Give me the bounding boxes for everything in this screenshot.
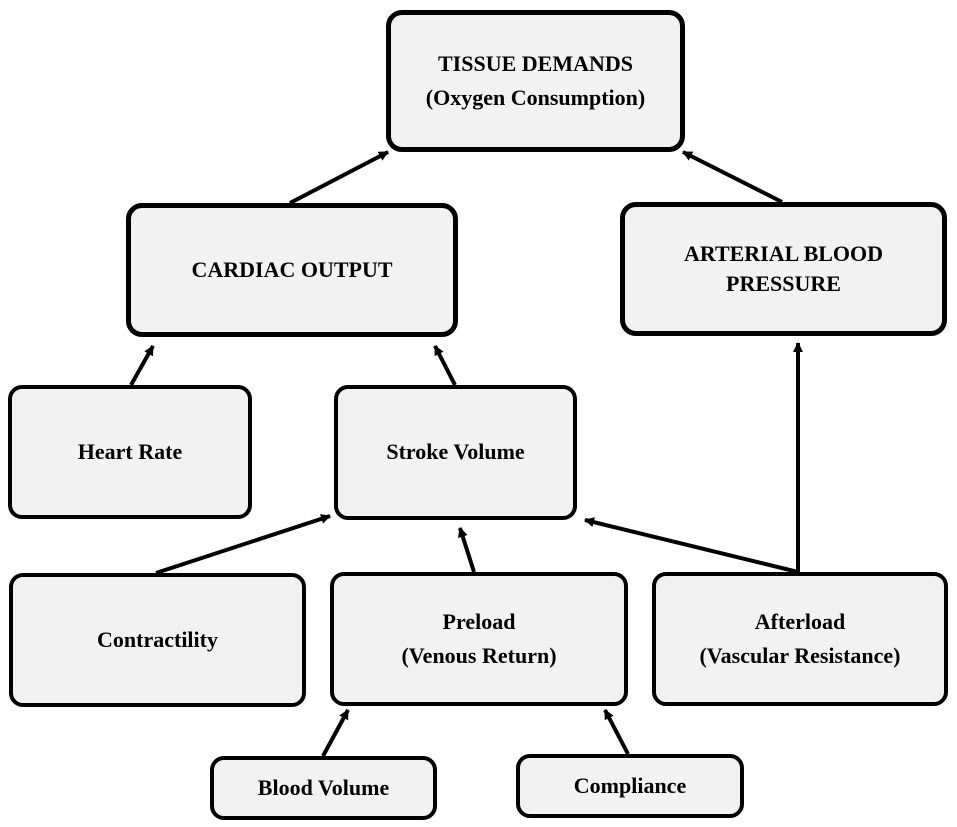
arrow-blood-volume-to-preload [321,709,350,757]
node-heart-rate: Heart Rate [8,385,252,519]
node-afterload: Afterload (Vascular Resistance) [652,572,948,706]
node-stroke-volume: Stroke Volume [334,385,577,520]
arrow-contractility-to-stroke-volume [155,514,331,575]
node-blood-volume-label: Blood Volume [257,774,390,800]
node-preload-subtitle: (Venous Return) [401,643,557,668]
node-tissue-demands-subtitle: (Oxygen Consumption) [425,85,646,110]
node-heart-rate-label: Heart Rate [77,438,183,464]
node-preload-title: Preload [442,608,516,634]
node-contractility-label: Contractility [97,626,218,652]
arrow-arterial-pressure-to-tissue-demands [682,150,783,204]
arrow-heart-rate-to-cardiac-output [129,345,155,386]
node-cardiac-output: CARDIAC OUTPUT [126,203,458,337]
arrow-compliance-to-preload [603,709,630,755]
node-tissue-demands: TISSUE DEMANDS (Oxygen Consumption) [386,10,685,152]
node-cardiac-output-title: CARDIAC OUTPUT [191,256,393,282]
node-arterial-blood-pressure-line2: PRESSURE [726,271,841,296]
node-compliance-label: Compliance [573,772,687,798]
node-blood-volume: Blood Volume [210,756,437,820]
node-stroke-volume-label: Stroke Volume [386,439,525,465]
node-afterload-subtitle: (Vascular Resistance) [699,643,901,668]
node-tissue-demands-title: TISSUE DEMANDS [438,50,633,76]
arrow-afterload-to-stroke-volume [584,517,799,574]
node-preload: Preload (Venous Return) [330,572,628,706]
arrow-stroke-volume-to-cardiac-output [433,345,457,386]
node-contractility: Contractility [9,573,306,707]
arrow-cardiac-output-to-tissue-demands [289,150,389,205]
node-compliance: Compliance [516,754,744,818]
arrow-preload-to-stroke-volume [457,527,476,573]
node-arterial-blood-pressure-line1: ARTERIAL BLOOD [683,240,884,266]
node-afterload-title: Afterload [754,608,846,634]
node-arterial-blood-pressure: ARTERIAL BLOOD PRESSURE [620,202,947,336]
